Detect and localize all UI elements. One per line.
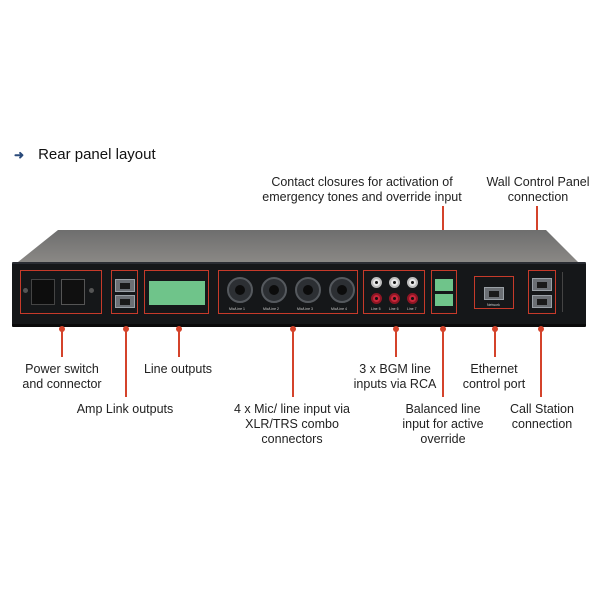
amp-link-port-2[interactable] (115, 295, 135, 308)
rca-input-6-right[interactable] (389, 293, 400, 304)
callout-line: connectors (261, 432, 323, 446)
rca-input-5-left[interactable] (371, 277, 382, 288)
callout-line: Ethernet (470, 362, 518, 376)
callout-line: Amp Link outputs (76, 402, 174, 416)
ethernet-port[interactable] (484, 287, 504, 300)
rca-input-6-left[interactable] (389, 277, 400, 288)
contact-closure-section (431, 270, 457, 314)
power-section (20, 270, 102, 314)
contact-closure-terminal[interactable] (435, 279, 453, 291)
callout-wall-control: Wall Control Panel connection (478, 175, 598, 205)
mic-line-input-3[interactable] (295, 277, 321, 303)
heading-title: Rear panel layout (38, 146, 156, 163)
callout-power: Power switch and connector (12, 362, 112, 392)
callout-line: connection (507, 190, 569, 204)
leader-mic-line (292, 329, 294, 397)
serial-label (562, 272, 581, 312)
callout-ethernet: Ethernet control port (454, 362, 534, 392)
leader-amp-link (125, 329, 127, 397)
callout-line: Power switch (25, 362, 99, 376)
rca-label-5: Line 5 (371, 307, 381, 311)
leader-bgm (395, 329, 397, 357)
mic-label-1: Mic/Line 1 (229, 307, 245, 311)
rca-input-7-right[interactable] (407, 293, 418, 304)
callout-contact-closures: Contact closures for activation of emerg… (262, 175, 462, 205)
callout-line: control port (462, 377, 526, 391)
mic-label-4: Mic/Line 4 (331, 307, 347, 311)
callout-line: Balanced line (405, 402, 481, 416)
leader-power (61, 329, 63, 357)
leader-balanced (442, 329, 444, 397)
callout-balanced: Balanced line input for active override (397, 402, 489, 447)
power-screw (23, 288, 28, 293)
rca-input-7-left[interactable] (407, 277, 418, 288)
leader-line-outputs (178, 329, 180, 357)
power-inlet (31, 279, 55, 305)
callout-line: Wall Control Panel (486, 175, 590, 189)
callout-line: XLR/TRS combo (245, 417, 339, 431)
callout-line: input for active (402, 417, 484, 431)
callout-line: Contact closures for activation of (271, 175, 453, 189)
callout-amp-link: Amp Link outputs (65, 402, 185, 417)
amp-link-port-1[interactable] (115, 279, 135, 292)
callout-line: connection (511, 417, 573, 431)
wall-control-port[interactable] (532, 278, 552, 291)
device-rear-panel: Mic/Line 1 Mic/Line 2 Mic/Line 3 Mic/Lin… (12, 262, 586, 327)
network-label: Network (487, 303, 500, 307)
balanced-input-terminal[interactable] (435, 294, 453, 306)
callout-call-station: Call Station connection (502, 402, 582, 432)
bgm-rca-section: Line 5 Line 6 Line 7 (363, 270, 425, 314)
line-outputs-section (144, 270, 209, 314)
mic-line-input-4[interactable] (329, 277, 355, 303)
device-top-lid (18, 230, 578, 262)
power-switch[interactable] (61, 279, 85, 305)
call-station-port[interactable] (532, 295, 552, 308)
callout-line: inputs via RCA (353, 377, 437, 391)
mic-label-3: Mic/Line 3 (297, 307, 313, 311)
mic-label-2: Mic/Line 2 (263, 307, 279, 311)
callout-line-outputs: Line outputs (128, 362, 228, 377)
mic-line-section: Mic/Line 1 Mic/Line 2 Mic/Line 3 Mic/Lin… (218, 270, 358, 314)
mic-line-input-2[interactable] (261, 277, 287, 303)
mic-line-input-1[interactable] (227, 277, 253, 303)
callout-mic-line: 4 x Mic/ line input via XLR/TRS combo co… (222, 402, 362, 447)
callout-line: 4 x Mic/ line input via (233, 402, 351, 416)
callout-line: override (420, 432, 466, 446)
callout-line: Line outputs (143, 362, 213, 376)
callout-line: Call Station (510, 402, 574, 416)
callout-line: and connector (22, 377, 102, 391)
arrow-right-icon: ➜ (14, 147, 25, 162)
callout-line: emergency tones and override input (262, 190, 462, 204)
ethernet-section: Network (474, 276, 514, 309)
leader-call-station (540, 329, 542, 397)
leader-ethernet (494, 329, 496, 357)
callout-bgm: 3 x BGM line inputs via RCA (345, 362, 445, 392)
section-heading: ➜ Rear panel layout (14, 146, 156, 163)
amp-link-section (111, 270, 138, 314)
wall-call-section (528, 270, 556, 314)
rca-label-7: Line 7 (407, 307, 417, 311)
line-output-terminal-block[interactable] (149, 281, 205, 305)
rca-input-5-right[interactable] (371, 293, 382, 304)
rca-label-6: Line 6 (389, 307, 399, 311)
callout-line: 3 x BGM line (359, 362, 431, 376)
power-screw (89, 288, 94, 293)
